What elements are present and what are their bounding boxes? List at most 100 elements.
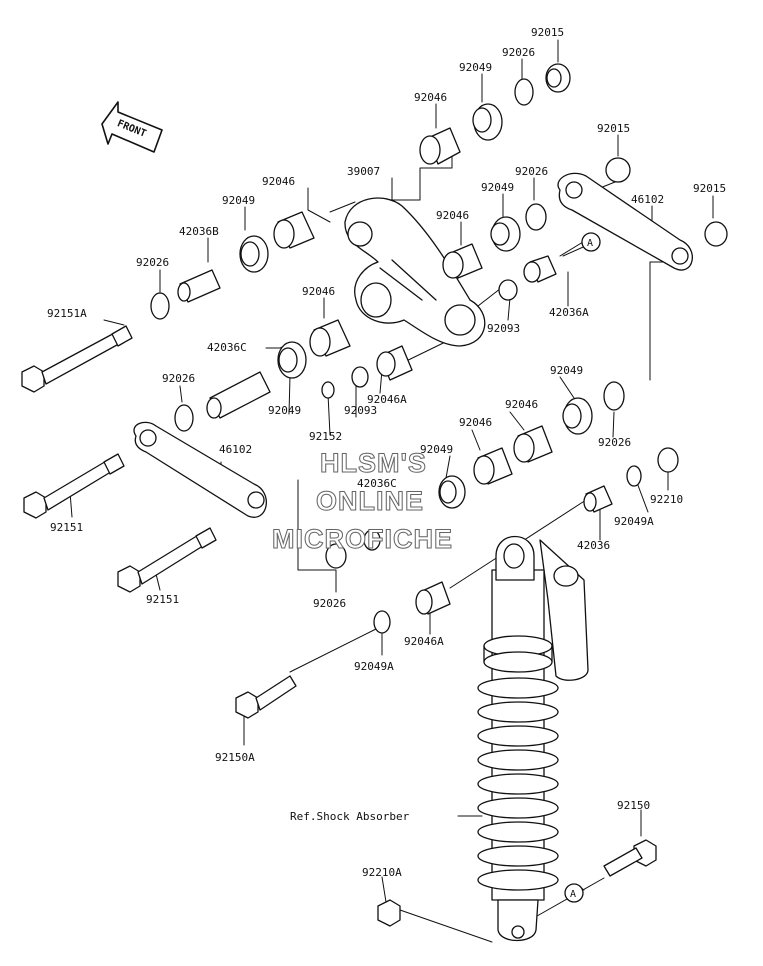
nut-92015-mid bbox=[605, 157, 631, 183]
washer-92026-top bbox=[514, 78, 534, 106]
collar-42036A bbox=[523, 255, 557, 283]
part-label[interactable]: 92026 bbox=[598, 436, 632, 449]
part-label[interactable]: 92151 bbox=[146, 593, 180, 606]
front-arrow-icon: FRONT bbox=[101, 101, 163, 153]
part-label[interactable]: 92046A bbox=[367, 393, 407, 406]
part-label[interactable]: 92046 bbox=[459, 416, 493, 429]
part-label[interactable]: 92049 bbox=[420, 443, 454, 456]
washer-92026-right bbox=[603, 381, 625, 411]
part-label[interactable]: 92049A bbox=[354, 660, 394, 673]
part-label[interactable]: 92049 bbox=[550, 364, 584, 377]
bearing-92046-left bbox=[273, 211, 315, 249]
part-label[interactable]: 92049A bbox=[614, 515, 654, 528]
bearing-92046-right-a bbox=[513, 425, 553, 463]
part-label[interactable]: 92026 bbox=[162, 372, 196, 385]
watermark-line-2: ONLINE bbox=[315, 486, 425, 517]
part-label[interactable]: 92026 bbox=[502, 46, 536, 59]
watermark-line-1: HLSM'S bbox=[320, 448, 427, 479]
nut-92015-top bbox=[545, 63, 571, 93]
bearing-92046-top bbox=[419, 127, 461, 165]
ref-marker-a-bottom bbox=[564, 883, 584, 903]
collar-92049-center bbox=[277, 341, 307, 379]
svg-text:A: A bbox=[587, 238, 593, 249]
part-label[interactable]: 92046 bbox=[262, 175, 296, 188]
part-label[interactable]: 92026 bbox=[515, 165, 549, 178]
part-label[interactable]: 39007 bbox=[347, 165, 381, 178]
watermark-line-3: MICROFICHE bbox=[272, 524, 453, 555]
tie-rod-upper-eye-2 bbox=[671, 247, 689, 265]
bearing-92046A-lower bbox=[415, 581, 451, 615]
part-label[interactable]: 92150 bbox=[617, 799, 651, 812]
part-label[interactable]: 92046 bbox=[436, 209, 470, 222]
part-label[interactable]: 42036B bbox=[179, 225, 219, 238]
washer-92152 bbox=[321, 381, 335, 399]
part-label[interactable]: 92026 bbox=[136, 256, 170, 269]
part-label[interactable]: 92049 bbox=[268, 404, 302, 417]
part-label[interactable]: 92049 bbox=[459, 61, 493, 74]
tie-rod-lower-eye-2 bbox=[247, 491, 265, 509]
collar-92049-mid bbox=[490, 216, 521, 252]
part-label[interactable]: 92046 bbox=[414, 91, 448, 104]
part-label[interactable]: 42036A bbox=[549, 306, 589, 319]
tie-rod-lower-eye-1 bbox=[139, 429, 157, 447]
bolt-92151-upper bbox=[23, 453, 125, 519]
bearing-92046-right-b bbox=[473, 447, 513, 485]
shock-absorber bbox=[477, 535, 589, 942]
nut-92210A bbox=[377, 899, 401, 927]
washer-92026-lower bbox=[325, 543, 347, 569]
tie-rod-upper-eye-1 bbox=[565, 181, 583, 199]
ref-marker-a-top bbox=[581, 232, 601, 252]
collar-92049-right-low bbox=[438, 475, 466, 509]
tie-rod-46102-upper bbox=[557, 172, 693, 271]
part-label[interactable]: 46102 bbox=[631, 193, 665, 206]
part-label[interactable]: 42036C bbox=[207, 341, 247, 354]
washer-92093-upper bbox=[498, 279, 518, 301]
part-label[interactable]: 92015 bbox=[597, 122, 631, 135]
part-label[interactable]: 92046 bbox=[505, 398, 539, 411]
part-label[interactable]: 42036 bbox=[577, 539, 611, 552]
part-label[interactable]: 92151 bbox=[50, 521, 84, 534]
part-label[interactable]: 92210 bbox=[650, 493, 684, 506]
bearing-92046-mid bbox=[442, 243, 483, 279]
sleeve-42036C-left bbox=[206, 371, 271, 419]
part-label[interactable]: 92049 bbox=[481, 181, 515, 194]
collar-42036 bbox=[583, 485, 613, 513]
collar-92049A-right bbox=[626, 465, 642, 487]
bolt-92150 bbox=[603, 839, 657, 877]
part-label[interactable]: 92151A bbox=[47, 307, 87, 320]
collar-92049-top bbox=[472, 103, 503, 141]
collar-92049-right bbox=[562, 397, 593, 435]
part-label[interactable]: 92046A bbox=[404, 635, 444, 648]
part-label[interactable]: 92152 bbox=[309, 430, 343, 443]
nut-92210 bbox=[657, 447, 679, 473]
rocker-arm-bore-center bbox=[360, 282, 392, 318]
part-label[interactable]: 92049 bbox=[222, 194, 256, 207]
washer-92093-lower bbox=[351, 366, 369, 388]
part-label[interactable]: 92015 bbox=[693, 182, 727, 195]
bolt-92151-lower bbox=[117, 527, 217, 593]
part-label[interactable]: 46102 bbox=[219, 443, 253, 456]
part-label[interactable]: 92210A bbox=[362, 866, 402, 879]
part-label[interactable]: 92093 bbox=[344, 404, 378, 417]
part-label[interactable]: 92015 bbox=[531, 26, 565, 39]
reference-label: Ref.Shock Absorber bbox=[290, 810, 410, 823]
part-label[interactable]: 92046 bbox=[302, 285, 336, 298]
part-label[interactable]: 92150A bbox=[215, 751, 255, 764]
part-label[interactable]: 92093 bbox=[487, 322, 521, 335]
bearing-92046-center bbox=[309, 319, 351, 357]
washer-92026-center bbox=[174, 404, 194, 432]
bearing-92046A-center bbox=[376, 345, 413, 381]
collar-92049-left bbox=[239, 235, 269, 273]
washer-92026-left bbox=[150, 292, 170, 320]
part-label[interactable]: 42036C bbox=[357, 477, 397, 490]
svg-text:A: A bbox=[570, 889, 576, 900]
bolt-92150A bbox=[235, 675, 297, 719]
washer-92026-mid bbox=[525, 203, 547, 231]
bolt-92151A bbox=[21, 325, 133, 393]
rocker-arm-bore-end bbox=[444, 304, 476, 336]
rocker-arm-bore-top bbox=[347, 221, 373, 247]
nut-92015-right bbox=[704, 221, 728, 247]
part-label[interactable]: 92026 bbox=[313, 597, 347, 610]
